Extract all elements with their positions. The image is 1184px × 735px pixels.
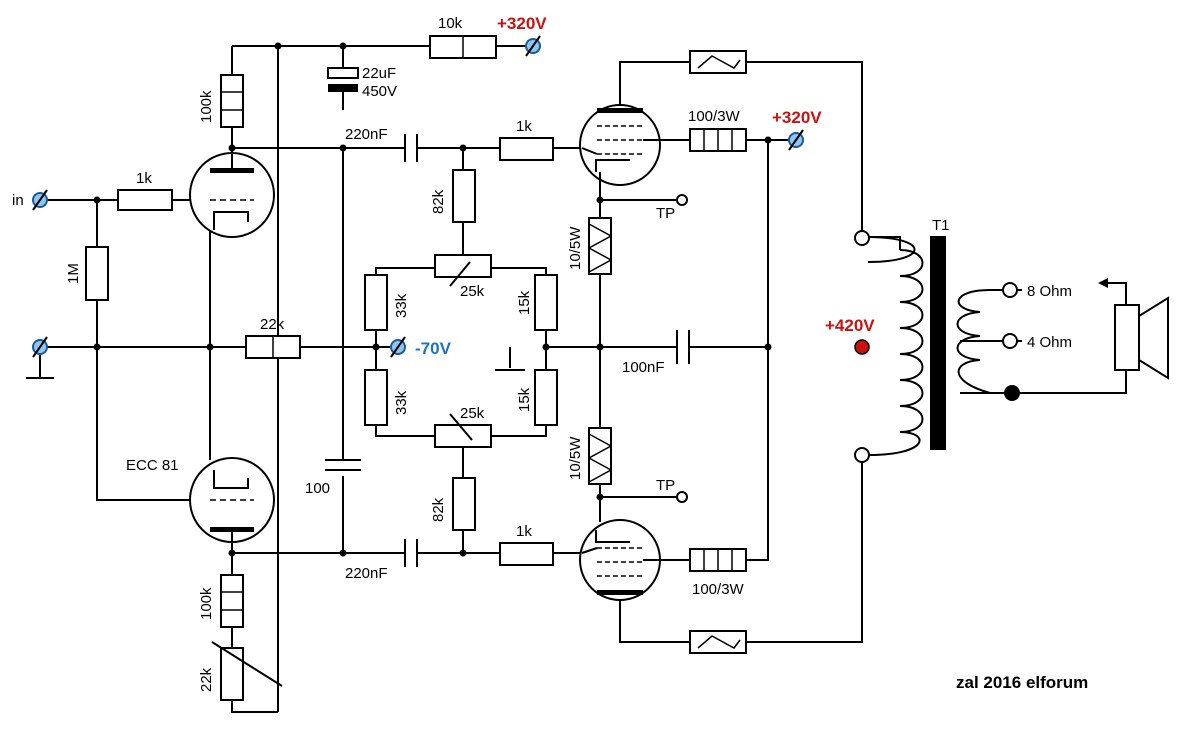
label-b-plus-ot: +420V [825, 316, 875, 335]
resistor-10-5w-top [587, 217, 613, 275]
label-1M: 1M [65, 263, 82, 284]
label-10-5w-top: 10/5W [567, 226, 584, 270]
label-15k-top: 15k [516, 290, 533, 315]
label-100k-top: 100k [198, 90, 215, 123]
out-terminal-common [1004, 385, 1020, 401]
out-terminal-4 [1002, 333, 1018, 349]
label-100: 100 [305, 480, 330, 497]
resistor-10-5w-bottom [587, 427, 613, 485]
label-1k-input: 1k [136, 170, 152, 187]
wiring [39, 45, 1127, 713]
capacitor-100nF [676, 330, 690, 364]
label-82k-top: 82k [430, 189, 447, 214]
label-10k: 10k [438, 15, 463, 32]
bias-terminal [390, 336, 406, 358]
speaker-icon [1098, 278, 1169, 380]
resistor-1k-input [117, 189, 173, 211]
fuse-top [689, 50, 747, 74]
label-100-3w-top: 100/3W [688, 108, 741, 125]
potentiometer-25k-top [434, 250, 492, 287]
label-tp-bottom: TP [656, 477, 675, 494]
label-22uF: 22uF [362, 65, 396, 82]
resistor-15k-top [534, 274, 558, 331]
resistor-100k-bottom [220, 574, 244, 628]
label-1k-top: 1k [516, 118, 532, 135]
label-33k-top: 33k [393, 293, 410, 318]
capacitor-22uF [327, 67, 359, 92]
junction-dots [93, 42, 772, 557]
pentode-upper [579, 104, 664, 186]
ground-terminal [26, 336, 54, 379]
label-10-5w-bottom: 10/5W [567, 436, 584, 480]
resistor-82k-top [452, 169, 476, 223]
input-terminal [32, 189, 48, 211]
label-22k-trim: 22k [198, 667, 215, 692]
label-ecc81: ECC 81 [126, 457, 179, 474]
label-100-3w-bottom: 100/3W [692, 581, 745, 598]
label-33k-bottom: 33k [393, 390, 410, 415]
label-450V: 450V [362, 83, 397, 100]
triode-upper [189, 148, 275, 238]
label-8-ohm: 8 Ohm [1027, 283, 1072, 300]
potentiometer-25k-bottom [434, 413, 492, 450]
resistor-100-3w-bottom [689, 548, 747, 572]
capacitor-220nF-bottom [404, 539, 418, 567]
label-15k-bottom: 15k [516, 387, 533, 412]
label-pot-bottom: 25k [460, 405, 485, 422]
trimmer-22k [211, 641, 283, 701]
resistor-15k-bottom [534, 369, 558, 426]
label-4-ohm: 4 Ohm [1027, 334, 1072, 351]
label-tp-top: TP [656, 205, 675, 222]
b-plus-terminal-top [525, 35, 541, 57]
resistor-1k-bottom [499, 542, 554, 566]
resistor-33k-bottom [364, 369, 388, 426]
label-100nF: 100nF [622, 359, 665, 376]
resistor-1k-top [499, 137, 554, 161]
ot-terminal-top [854, 230, 870, 246]
ot-terminal-bottom [854, 447, 870, 463]
resistor-100-3w-top [689, 128, 747, 152]
resistor-22k-tail [245, 335, 301, 359]
label-1k-bottom: 1k [516, 523, 532, 540]
b-plus-terminal-screen [788, 129, 804, 151]
labels: 10k +320V 22uF 450V 220nF 1k 100/3W +320… [12, 14, 1088, 692]
resistor-33k-top [364, 274, 388, 331]
label-220nF-top: 220nF [345, 126, 388, 143]
label-22k-tail: 22k [260, 316, 285, 333]
resistor-1M [85, 246, 109, 301]
fuse-bottom [689, 630, 747, 654]
label-b-plus-pre: +320V [497, 14, 547, 33]
resistor-100k-top [220, 74, 244, 128]
label-100k-bottom: 100k [198, 587, 215, 620]
credit-text: zal 2016 elforum [956, 673, 1088, 692]
out-terminal-8 [1002, 282, 1018, 298]
label-t1: T1 [932, 217, 950, 234]
label-input: in [12, 192, 24, 209]
label-bias: -70V [415, 339, 452, 358]
label-pot-top: 25k [460, 283, 485, 300]
pentode-lower [579, 519, 664, 601]
test-point-top [676, 194, 688, 206]
label-82k-bottom: 82k [430, 497, 447, 522]
capacitor-100 [325, 459, 361, 471]
label-b-plus-screen: +320V [772, 108, 822, 127]
capacitor-220nF-top [404, 134, 418, 162]
ot-center-tap [854, 339, 870, 355]
label-220nF-bottom: 220nF [345, 565, 388, 582]
triode-lower [189, 457, 275, 553]
output-transformer [867, 236, 1006, 456]
test-point-bottom [676, 491, 688, 503]
resistor-10k [429, 35, 497, 59]
resistor-82k-bottom [452, 477, 476, 531]
